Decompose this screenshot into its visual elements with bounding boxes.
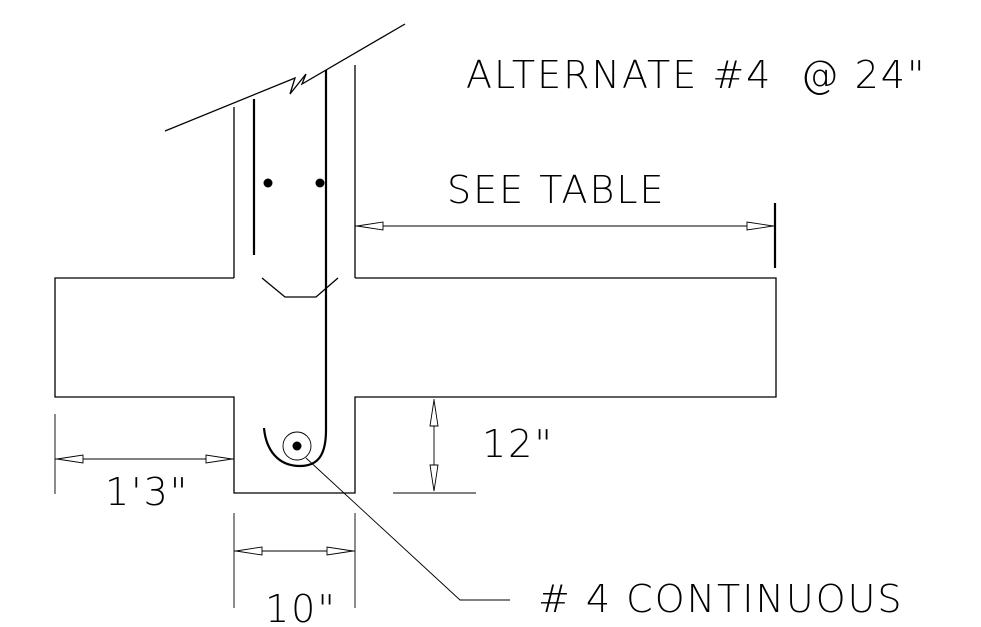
continuous-bar-ring [282, 431, 312, 461]
stem-arrow-left [235, 546, 263, 556]
continuous-bar-label: # 4 CONTINUOUS [538, 577, 904, 621]
dowel-hook-bar [262, 70, 328, 468]
stem-width-label: 10" [265, 587, 337, 627]
wall-break-line [164, 23, 406, 132]
wall-bar-dot-right [315, 178, 325, 188]
wall-bar-dot-left [263, 178, 273, 188]
overhang-arrow-left [56, 454, 84, 464]
depth-arrow-bottom [429, 464, 439, 492]
continuous-bar-leader [305, 457, 510, 601]
keyway-notch [261, 277, 339, 298]
depth-arrow-top [429, 399, 439, 427]
see-table-arrow-left [356, 221, 384, 231]
continuous-bar-dot [292, 441, 302, 451]
overhang-arrow-right [205, 454, 233, 464]
alternate-bar-note: ALTERNATE #4 @ 24" [466, 53, 926, 97]
footing-outline [54, 277, 777, 494]
stem-arrow-right [326, 546, 354, 556]
overhang-label: 1'3" [105, 470, 189, 514]
see-table-label: SEE TABLE [447, 168, 666, 212]
see-table-arrow-right [746, 221, 774, 231]
depth-label: 12" [482, 422, 554, 466]
